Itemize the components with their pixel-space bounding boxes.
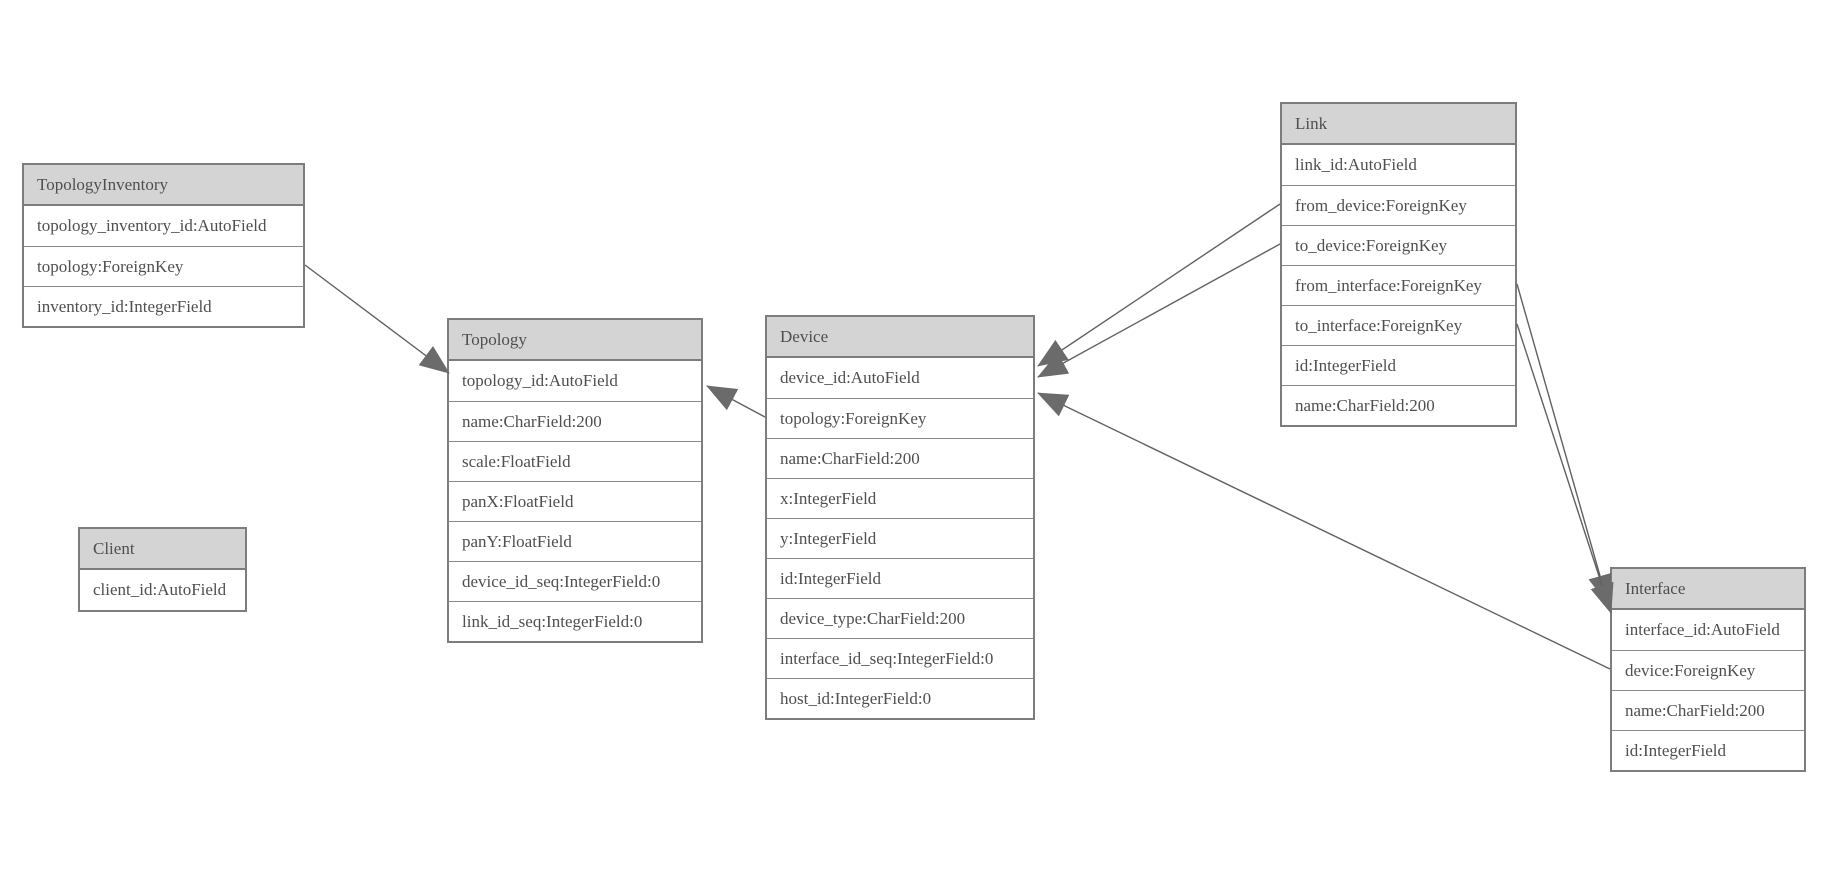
entity-title: Link [1282,104,1515,145]
relationship-line-topologyinventory-topology-to-topology [304,264,450,374]
entity-title: Topology [449,320,701,361]
entity-title: TopologyInventory [24,165,303,206]
entity-field: y:IntegerField [767,518,1033,558]
entity-field: host_id:IntegerField:0 [767,678,1033,718]
entity-title: Interface [1612,569,1804,610]
entity-field: scale:FloatField [449,441,701,481]
entity-field: interface_id:AutoField [1612,610,1804,650]
entity-field: device:ForeignKey [1612,650,1804,690]
entity-field: topology_id:AutoField [449,361,701,401]
relationship-line-link-from_interface-to-interface [1516,283,1612,605]
relationship-line-link-to_device-to-device [1037,243,1281,378]
relationship-line-device-topology-to-topology [706,385,766,418]
entity-field: to_device:ForeignKey [1282,225,1515,265]
entity-field: interface_id_seq:IntegerField:0 [767,638,1033,678]
entity-field: link_id:AutoField [1282,145,1515,185]
entity-title: Client [80,529,245,570]
entity-field: client_id:AutoField [80,570,245,610]
entity-field: link_id_seq:IntegerField:0 [449,601,701,641]
entity-field: name:CharField:200 [449,401,701,441]
entity-field: id:IntegerField [1612,730,1804,770]
entity-field: inventory_id:IntegerField [24,286,303,326]
entity-field: from_device:ForeignKey [1282,185,1515,225]
relationship-line-link-from_device-to-device [1037,203,1281,367]
entity-field: x:IntegerField [767,478,1033,518]
entity-field: topology_inventory_id:AutoField [24,206,303,246]
entity-field: to_interface:ForeignKey [1282,305,1515,345]
entity-field: name:CharField:200 [767,438,1033,478]
relationship-line-link-to_interface-to-interface [1516,323,1614,614]
entity-field: topology:ForeignKey [767,398,1033,438]
entity-field: panY:FloatField [449,521,701,561]
entity-field: panX:FloatField [449,481,701,521]
entity-title: Device [767,317,1033,358]
relationship-line-interface-device-to-device [1037,392,1611,670]
entity-field: from_interface:ForeignKey [1282,265,1515,305]
entity-field: name:CharField:200 [1282,385,1515,425]
entity-field: name:CharField:200 [1612,690,1804,730]
entity-field: id:IntegerField [767,558,1033,598]
entity-field: device_id:AutoField [767,358,1033,398]
entity-field: topology:ForeignKey [24,246,303,286]
entity-field: id:IntegerField [1282,345,1515,385]
entity-field: device_id_seq:IntegerField:0 [449,561,701,601]
entity-field: device_type:CharField:200 [767,598,1033,638]
